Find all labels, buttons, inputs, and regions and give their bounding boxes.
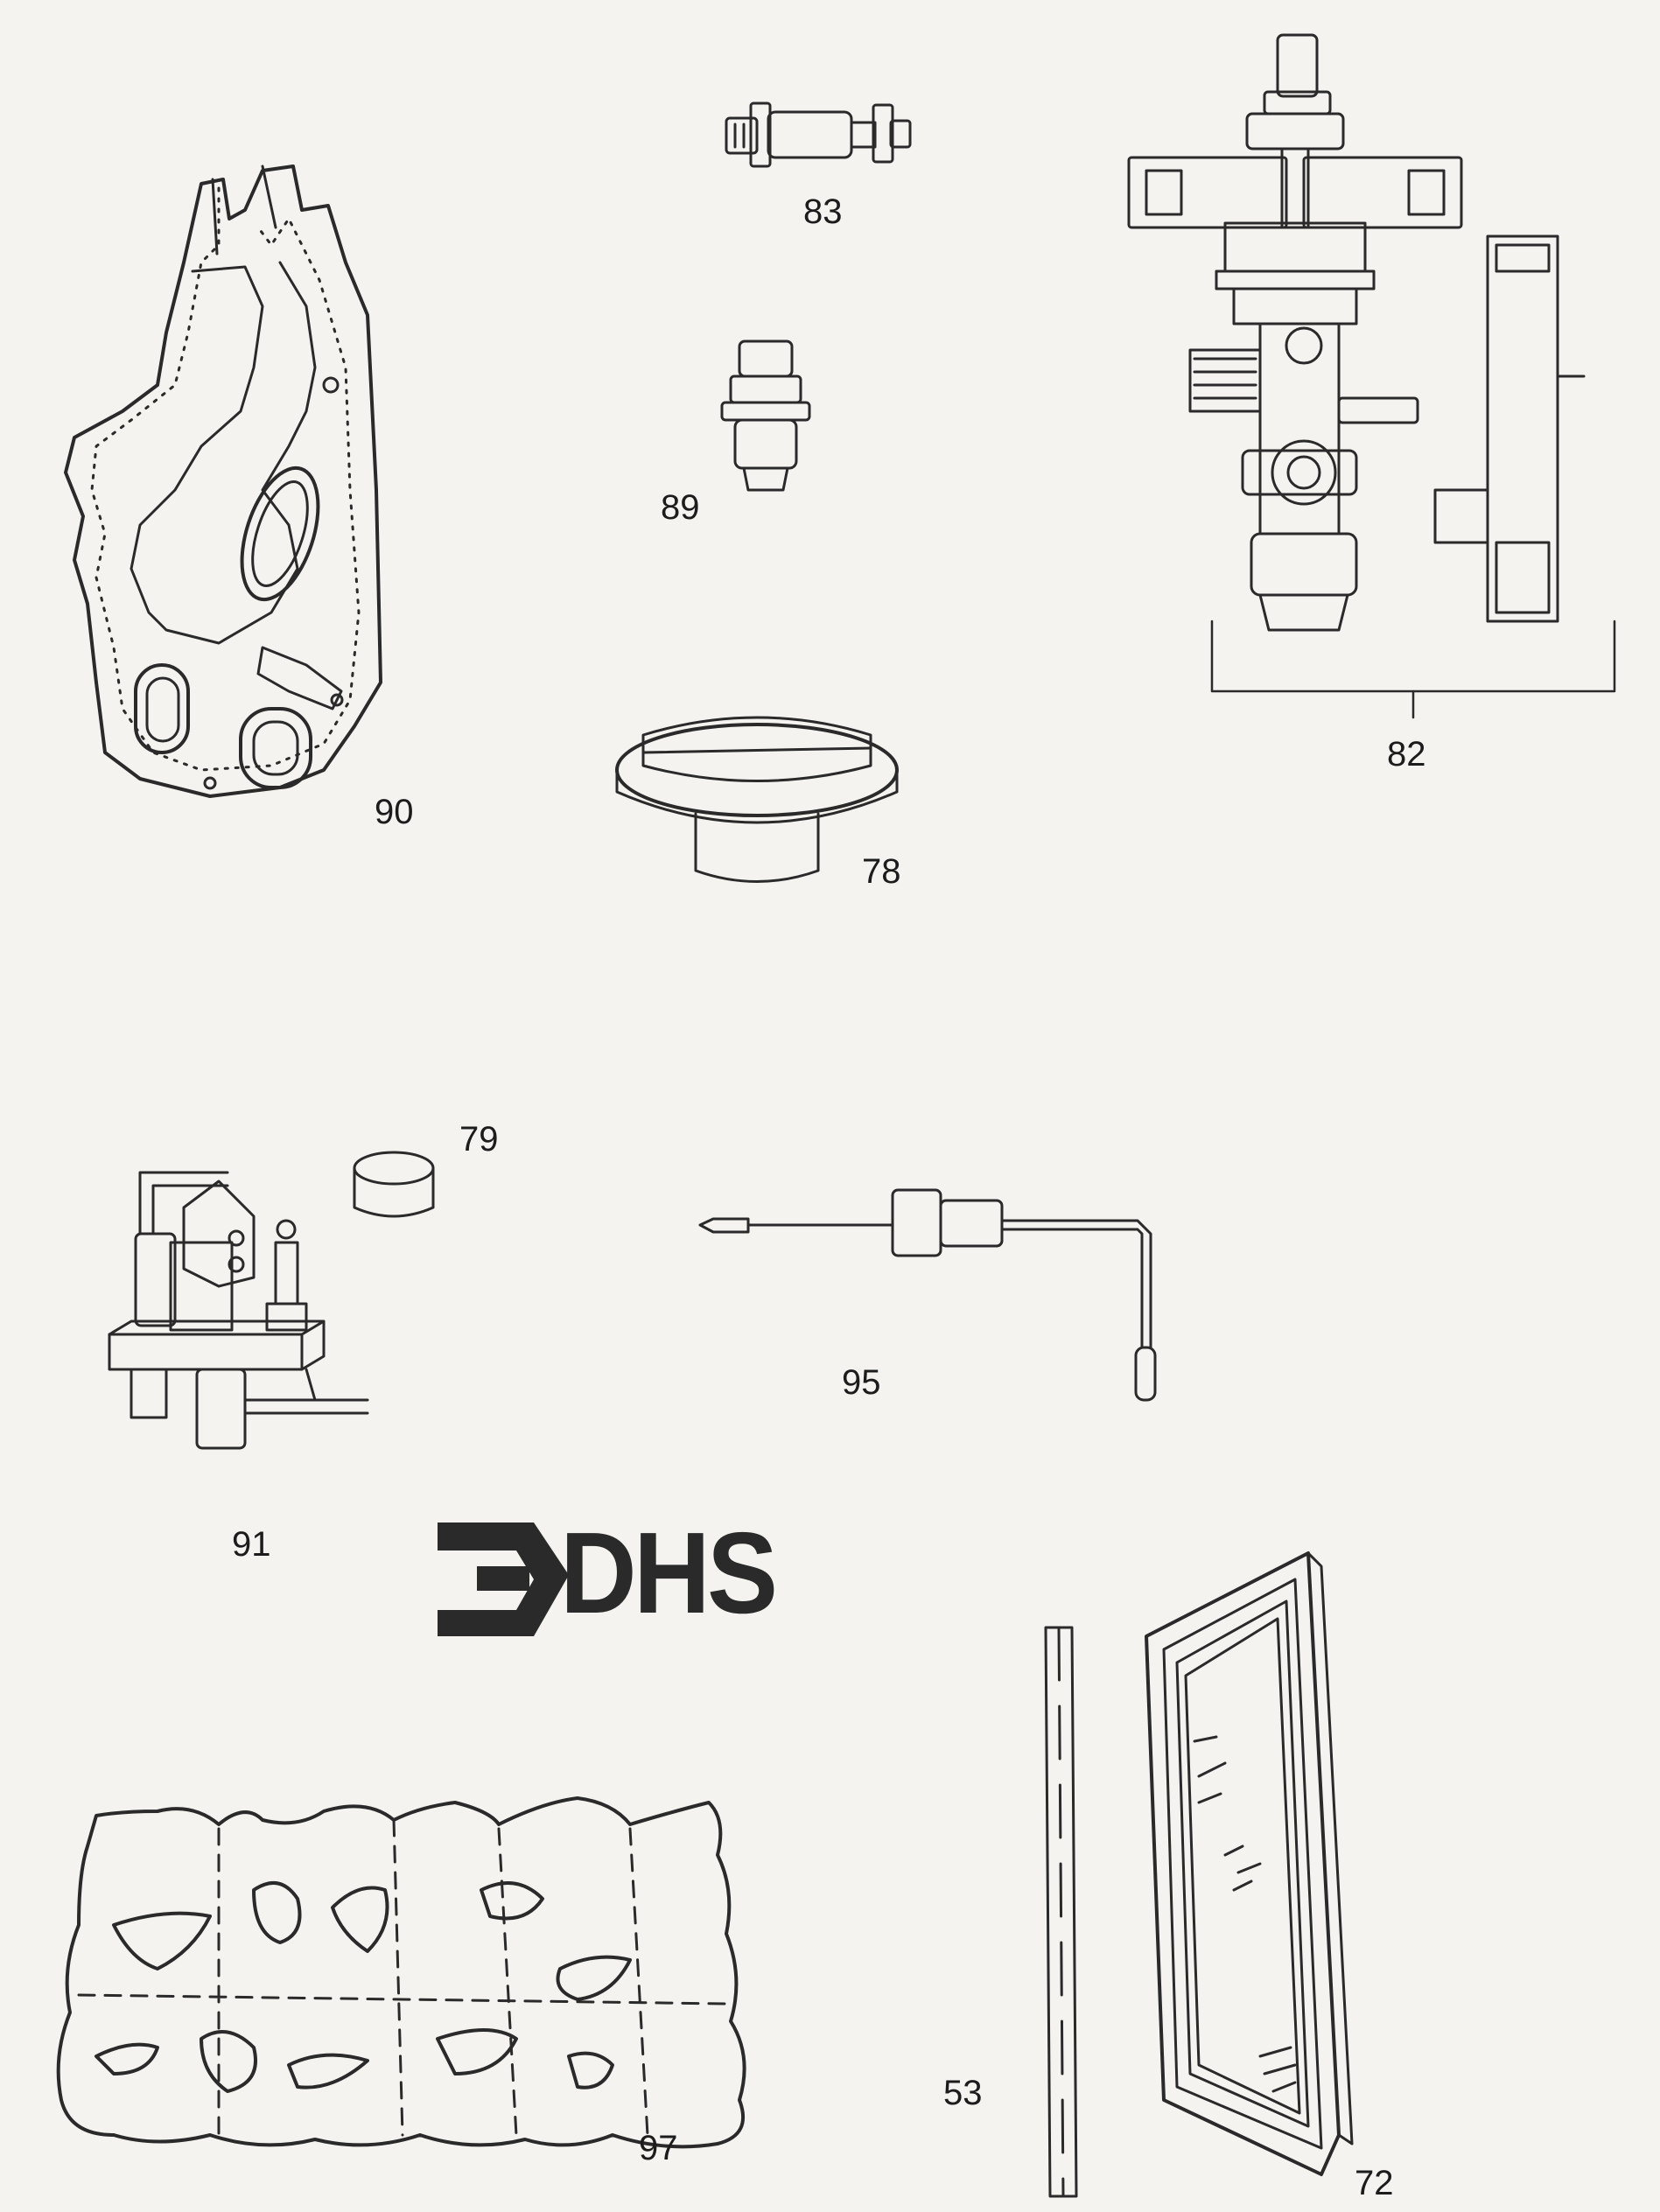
- part-91-pilot: [108, 1171, 369, 1450]
- part-label-53: 53: [943, 2074, 983, 2112]
- part-label-97: 97: [639, 2129, 678, 2167]
- part-82-valve: [1127, 33, 1616, 719]
- part-83-connector: [725, 102, 912, 168]
- part-label-79: 79: [459, 1120, 499, 1158]
- part-label-82: 82: [1387, 735, 1426, 774]
- part-label-83: 83: [803, 192, 843, 231]
- dhs-logo-mark: [438, 1522, 569, 1636]
- part-label-95: 95: [842, 1363, 881, 1402]
- part-53-strip: [1044, 1626, 1078, 2198]
- part-72-door: [1145, 1551, 1354, 2176]
- part-label-90: 90: [375, 793, 414, 831]
- part-89-fitting: [720, 340, 811, 492]
- part-90-gasket: [64, 164, 382, 798]
- part-79-cap: [353, 1151, 435, 1218]
- part-label-72: 72: [1355, 2164, 1394, 2202]
- part-label-91: 91: [232, 1525, 271, 1564]
- part-label-78: 78: [862, 852, 901, 891]
- dhs-logo-text: DHS: [560, 1508, 778, 1637]
- part-97-logs: [56, 1796, 746, 2149]
- part-95-thermocouple: [698, 1188, 1157, 1402]
- part-78-knob: [615, 716, 899, 883]
- dhs-logo: DHS: [429, 1514, 796, 1649]
- part-label-89: 89: [661, 488, 700, 527]
